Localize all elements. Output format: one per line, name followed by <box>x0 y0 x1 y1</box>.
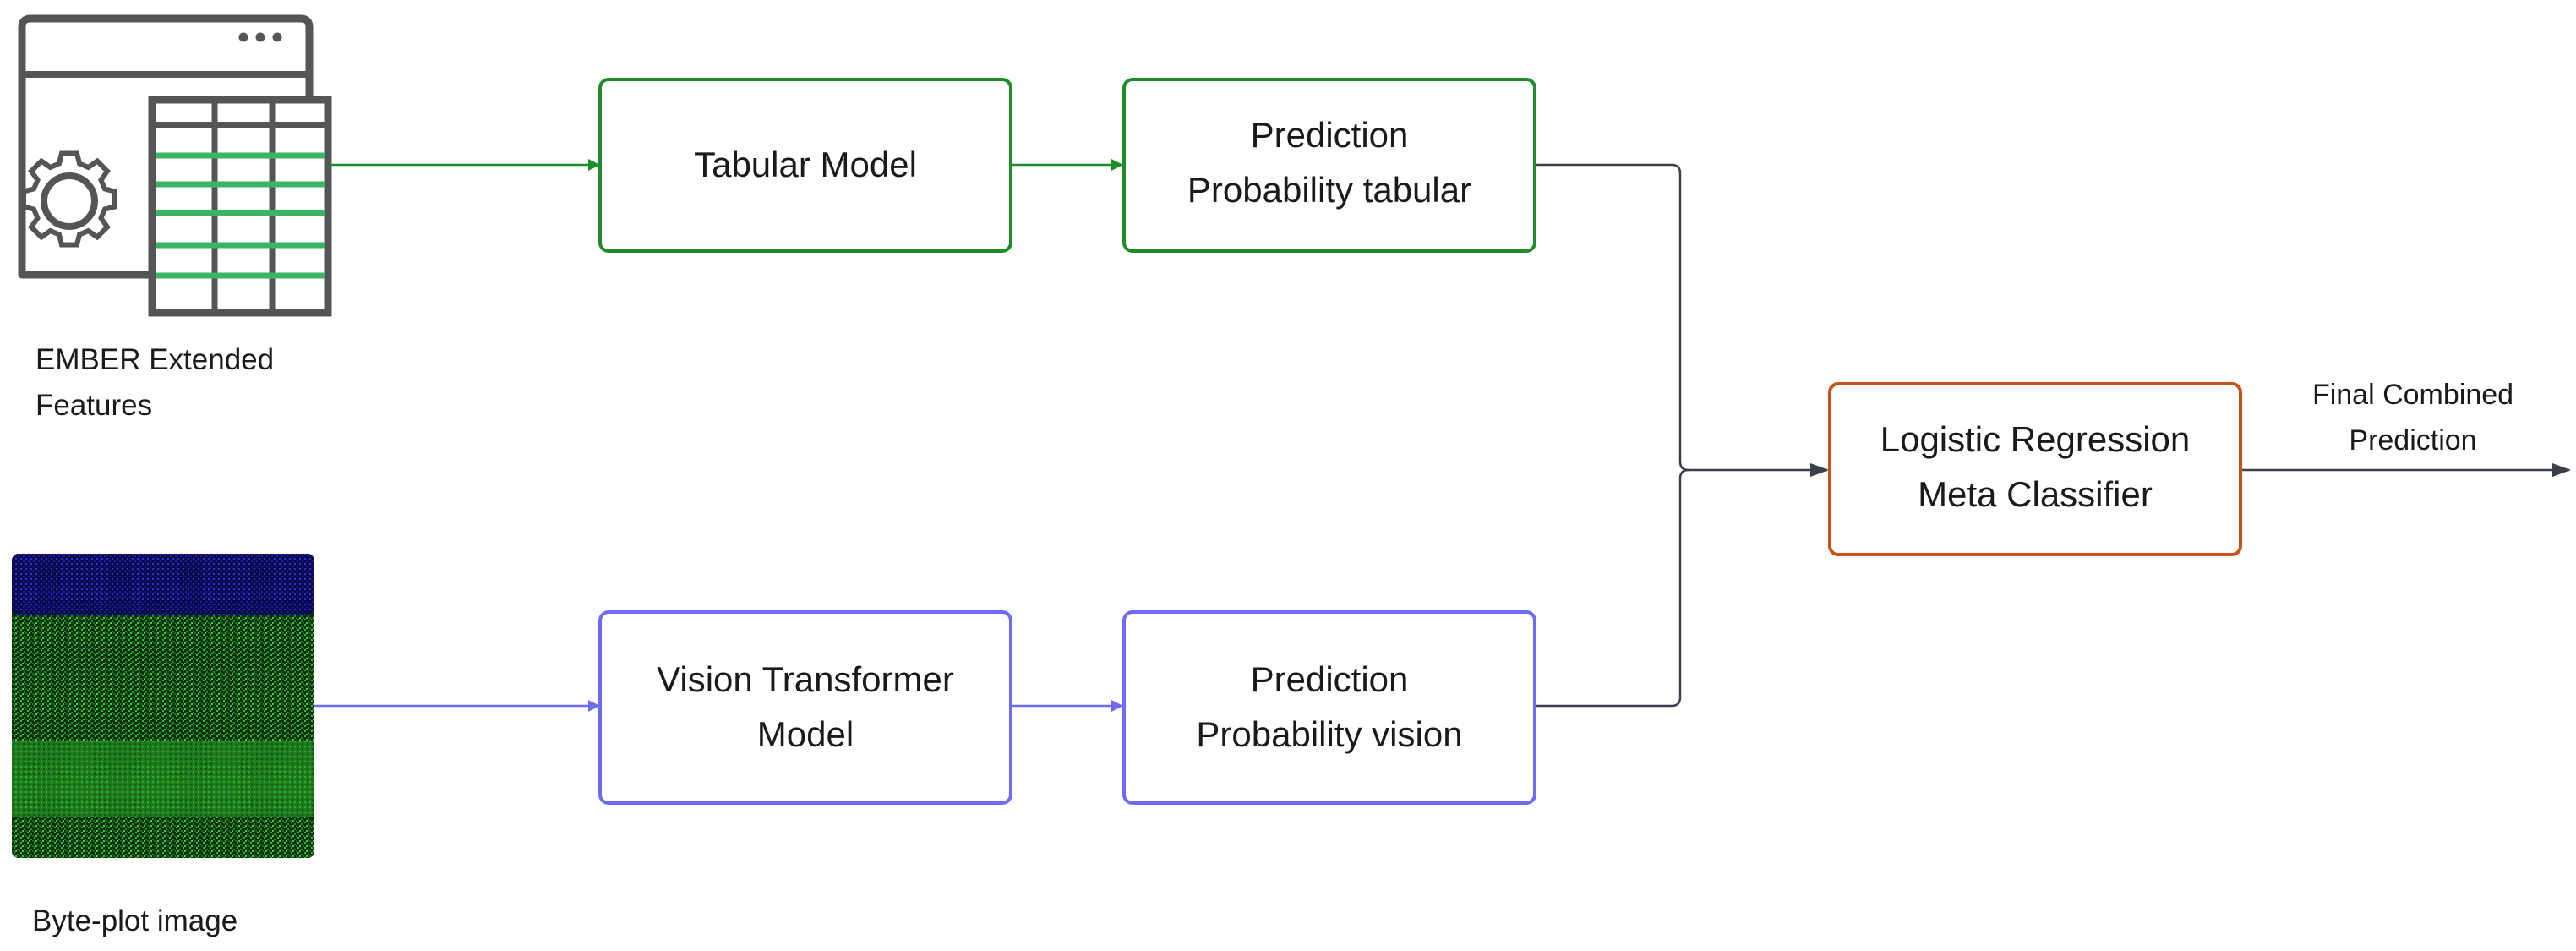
node-meta-classifier: Logistic Regression Meta Classifier <box>1828 382 2242 556</box>
node-tabular-model: Tabular Model <box>598 78 1012 253</box>
node-vision-transformer-model: Vision Transformer Model <box>598 610 1012 805</box>
image-input-label: Byte-plot image <box>32 905 237 937</box>
node-prediction-tabular: Prediction Probability tabular <box>1122 78 1536 253</box>
tabular-input-label-line2: Features <box>35 389 152 422</box>
node-vision-model-line1: Vision Transformer <box>657 659 954 699</box>
edge-pred-vision-to-meta <box>1536 468 1689 708</box>
tabular-input-label-line1: EMBER Extended <box>35 343 274 376</box>
node-prediction-vision-line2: Probability vision <box>1196 714 1462 754</box>
node-tabular-model-line1: Tabular Model <box>694 145 917 184</box>
node-meta-line2: Meta Classifier <box>1918 474 2153 514</box>
table-gear-icon <box>18 14 332 317</box>
node-prediction-tabular-line2: Probability tabular <box>1187 170 1471 210</box>
node-prediction-vision: Prediction Probability vision <box>1122 610 1536 805</box>
node-meta-line1: Logistic Regression <box>1880 419 2191 459</box>
node-prediction-vision-line1: Prediction <box>1251 659 1409 699</box>
node-prediction-tabular-line1: Prediction <box>1251 115 1409 155</box>
edge-pred-tabular-to-meta <box>1536 163 1829 477</box>
output-label-line2: Prediction <box>2349 424 2476 456</box>
node-vision-model-line2: Model <box>757 714 854 754</box>
output-label-line1: Final Combined <box>2312 379 2513 411</box>
byte-plot-image <box>12 554 314 858</box>
